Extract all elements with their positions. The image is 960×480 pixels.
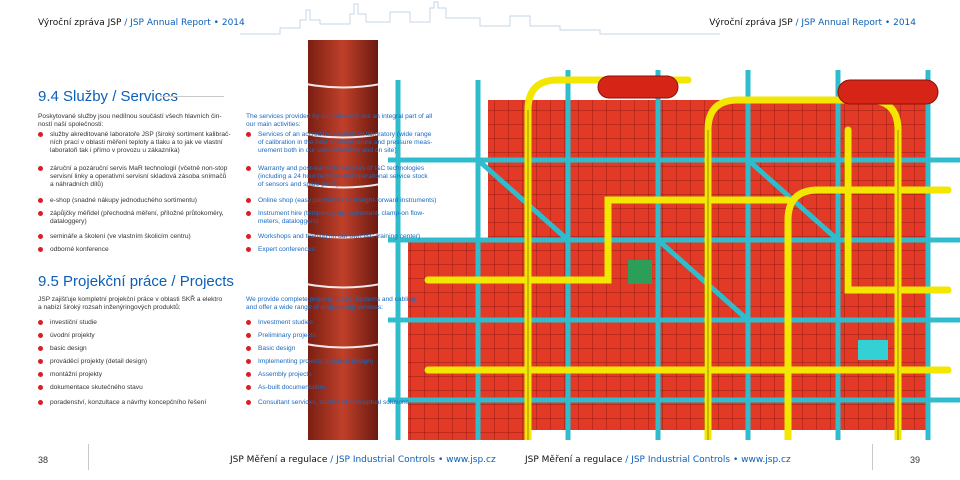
- bullet-icon: [38, 247, 43, 252]
- list-item-text: Online shop (easy purchases of straight-…: [258, 197, 437, 204]
- list-item-text: Services of an accredited calibration la…: [258, 131, 433, 155]
- list-item-text: služby akreditované laboratoře JSP (širo…: [50, 131, 231, 155]
- footer-left: JSP Měření a regulace / JSP Industrial C…: [230, 455, 496, 465]
- bullet-icon: [246, 359, 251, 364]
- list-item-text: investiční studie: [50, 319, 97, 326]
- list-item-text: prováděcí projekty (detail design): [50, 358, 148, 365]
- footer-right: JSP Měření a regulace / JSP Industrial C…: [525, 455, 791, 465]
- list-item-text: Workshops and training (in our own I&C t…: [258, 233, 421, 240]
- bullet-icon: [246, 320, 251, 325]
- bullet-icon: [246, 132, 251, 137]
- bullet-icon: [246, 198, 251, 203]
- projects-title: 9.5 Projekční práce / Projects: [38, 273, 234, 290]
- header-left-prefix: Výroční zpráva JSP: [38, 18, 122, 28]
- list-item-text: montážní projekty: [50, 371, 103, 378]
- bullet-icon: [246, 385, 251, 390]
- industrial-plant-illustration: [228, 40, 960, 440]
- footer-right-prefix: JSP Měření a regulace: [525, 455, 623, 465]
- list-item-text: zápůjčky měřidel (přechodná měření, příl…: [50, 210, 224, 226]
- bullet-icon: [38, 372, 43, 377]
- list-item-text: basic design: [50, 345, 87, 352]
- bullet-icon: [38, 346, 43, 351]
- list-item-text: Assembly projects: [258, 371, 312, 378]
- page-number-left: 38: [38, 455, 49, 465]
- services-title: 9.4 Služby / Services: [38, 88, 179, 105]
- services-intro-cz: Poskytované služby jsou nedílnou součást…: [38, 113, 222, 129]
- footer-right-suffix: / JSP Industrial Controls • www.jsp.cz: [622, 455, 791, 465]
- list-item-text: Instrument hire (temporary measurement, …: [258, 210, 425, 226]
- footer-left-suffix: / JSP Industrial Controls • www.jsp.cz: [327, 455, 496, 465]
- bullet-icon: [246, 234, 251, 239]
- list-item-text: Consultant services, studies of conceptu…: [258, 399, 410, 406]
- bullet-icon: [246, 346, 251, 351]
- list-item-text: Warranty and post-warranty services of I…: [258, 165, 428, 189]
- list-item-text: As-built documentation: [258, 384, 326, 391]
- header-right-prefix: Výroční zpráva JSP: [709, 18, 793, 28]
- header-right: Výroční zpráva JSP / JSP Annual Report •…: [709, 18, 916, 28]
- list-item-text: e-shop (snadné nákupy jednoduchého sorti…: [50, 197, 197, 204]
- list-item-text: Preliminary projects: [258, 332, 316, 339]
- header-left-suffix: / JSP Annual Report • 2014: [121, 18, 245, 28]
- bullet-icon: [38, 166, 43, 171]
- header-left: Výroční zpráva JSP / JSP Annual Report •…: [38, 18, 245, 28]
- bullet-icon: [38, 198, 43, 203]
- list-item-text: dokumentace skutečného stavu: [50, 384, 143, 391]
- bullet-icon: [38, 211, 43, 216]
- services-title-rule: [160, 96, 224, 97]
- list-item-text: Basic design: [258, 345, 296, 352]
- footer-divider-left: [88, 444, 89, 470]
- services-intro-en: The services provided by our company are…: [246, 113, 433, 129]
- header-right-suffix: / JSP Annual Report • 2014: [792, 18, 916, 28]
- list-item-text: úvodní projekty: [50, 332, 95, 339]
- bullet-icon: [38, 359, 43, 364]
- list-item-text: poradenství, konzultace a návrhy koncepč…: [50, 399, 207, 406]
- bullet-icon: [38, 320, 43, 325]
- bullet-icon: [246, 247, 251, 252]
- list-item-text: Implementing projects (detailed design): [258, 358, 374, 365]
- bullet-icon: [38, 333, 43, 338]
- skyline-decoration: [240, 1, 720, 35]
- footer-divider-right: [872, 444, 873, 470]
- projects-intro-cz: JSP zajišťuje kompletní projekční práce …: [38, 296, 223, 312]
- list-item-text: Expert conferences: [258, 246, 315, 253]
- bullet-icon: [38, 234, 43, 239]
- bullet-icon: [246, 166, 251, 171]
- bullet-icon: [246, 372, 251, 377]
- list-item-text: semináře a školení (ve vlastním školicím…: [50, 233, 191, 240]
- list-item-text: Investment studies: [258, 319, 313, 326]
- page-number-right: 39: [910, 455, 921, 465]
- list-item-text: záruční a pozáruční servis MaR technolog…: [50, 165, 228, 189]
- bullet-icon: [246, 211, 251, 216]
- bullet-icon: [246, 400, 251, 405]
- bullet-icon: [246, 333, 251, 338]
- footer-left-prefix: JSP Měření a regulace: [230, 455, 328, 465]
- projects-intro-en: We provide complete projects of I&C Syst…: [246, 296, 418, 312]
- bullet-icon: [38, 385, 43, 390]
- bullet-icon: [38, 400, 43, 405]
- bullet-icon: [38, 132, 43, 137]
- list-item-text: odborné konference: [50, 246, 109, 253]
